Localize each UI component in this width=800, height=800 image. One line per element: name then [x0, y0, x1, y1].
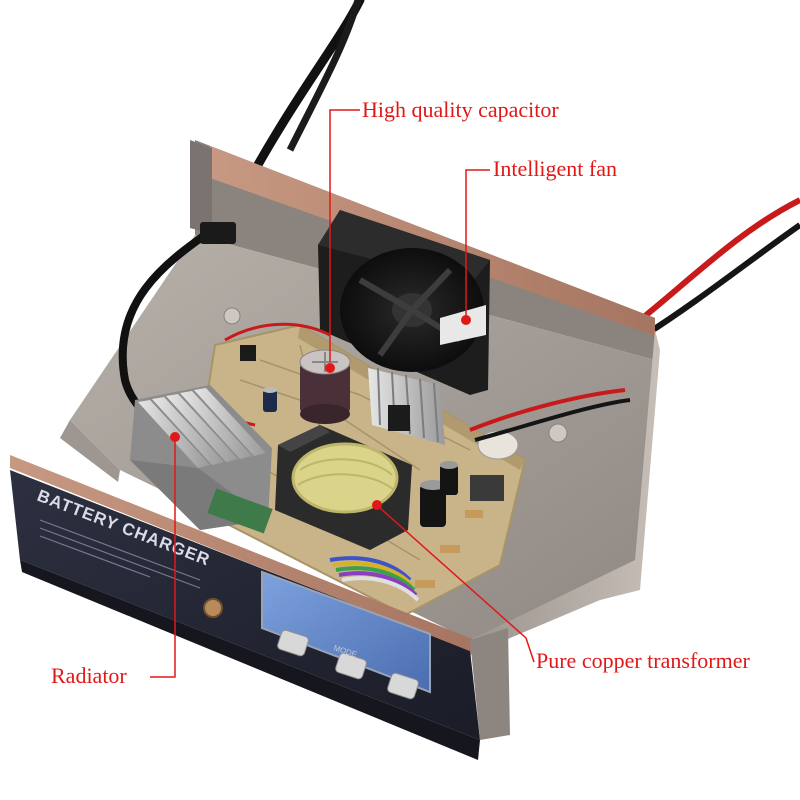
radiator-heatsink: [130, 385, 273, 534]
leader-capacitor: [329, 109, 360, 362]
input-cables: [250, 0, 365, 175]
callout-capacitor-label: High quality capacitor: [362, 97, 559, 122]
case-left-wall: [60, 420, 120, 482]
case-right-wall: [470, 330, 660, 655]
lcd-display: [261, 570, 431, 694]
leader-transformer: [379, 507, 535, 663]
leader-fan: [465, 169, 490, 320]
capacitor: [299, 349, 351, 424]
callout-fan-label: Intelligent fan: [493, 156, 618, 181]
callout-leaders: [150, 109, 535, 678]
front-panel: [10, 455, 510, 760]
callout-transformer-label: Pure copper transformer: [536, 648, 750, 673]
fan: [318, 210, 490, 395]
callout-radiator-label: Radiator: [51, 663, 127, 688]
output-leads: [638, 197, 800, 338]
ribbon-cable: [329, 556, 420, 602]
leader-radiator: [150, 440, 176, 678]
transformer: [275, 425, 412, 550]
small-heatsink: [368, 367, 445, 445]
callout-anchors: [170, 315, 471, 510]
